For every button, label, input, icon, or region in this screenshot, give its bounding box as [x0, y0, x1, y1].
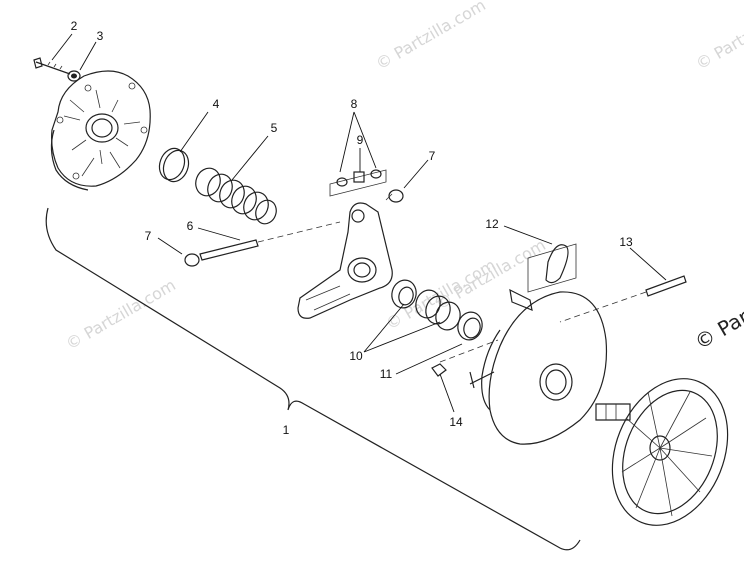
movable-sheave [469, 288, 608, 445]
spider-arm [297, 202, 393, 319]
bolt-part-13 [559, 275, 687, 323]
callout-2: 2 [71, 19, 78, 33]
callout-5: 5 [271, 121, 278, 135]
callout-11: 11 [380, 367, 393, 381]
callout-7-left: 7 [145, 229, 152, 243]
nut-part-14 [431, 339, 499, 377]
weight-part-12 [527, 243, 577, 293]
watermark-edge-text: © Part [691, 301, 744, 355]
washer-set-part-8 [329, 169, 387, 197]
callout-12: 12 [485, 217, 499, 231]
callout-6: 6 [187, 219, 194, 233]
ring-part-4 [158, 147, 190, 183]
callout-8: 8 [351, 97, 358, 111]
callout-14: 14 [449, 415, 463, 429]
bolt-part-2 [33, 57, 71, 75]
callout-1: 1 [283, 423, 290, 437]
callout-9: 9 [357, 133, 364, 147]
leader-lines [51, 33, 667, 413]
watermark-layer: © Partzilla.com © Partzilla.com © Partzi… [63, 0, 744, 354]
cover-plate [50, 70, 151, 191]
fixed-sheave [595, 378, 729, 526]
ring-part-11 [457, 311, 483, 341]
watermark-text: © Partzilla.com [373, 0, 489, 73]
nut-part-7-left [184, 253, 200, 267]
callout-labels: 1 2 3 4 5 6 7 7 8 9 10 11 12 13 14 [71, 19, 633, 437]
bushing-part-9 [353, 171, 365, 183]
callout-7-right: 7 [429, 149, 436, 163]
watermark-text: © Partzilla.com [693, 0, 744, 73]
pin-part-6 [199, 221, 341, 261]
spring-part-5 [195, 167, 277, 225]
callout-13: 13 [619, 235, 633, 249]
callout-3: 3 [97, 29, 104, 43]
assembly-bracket [45, 207, 581, 551]
nut-part-7-right [385, 189, 404, 203]
washer-part-3 [67, 70, 81, 82]
callout-4: 4 [213, 97, 220, 111]
callout-10: 10 [349, 349, 363, 363]
